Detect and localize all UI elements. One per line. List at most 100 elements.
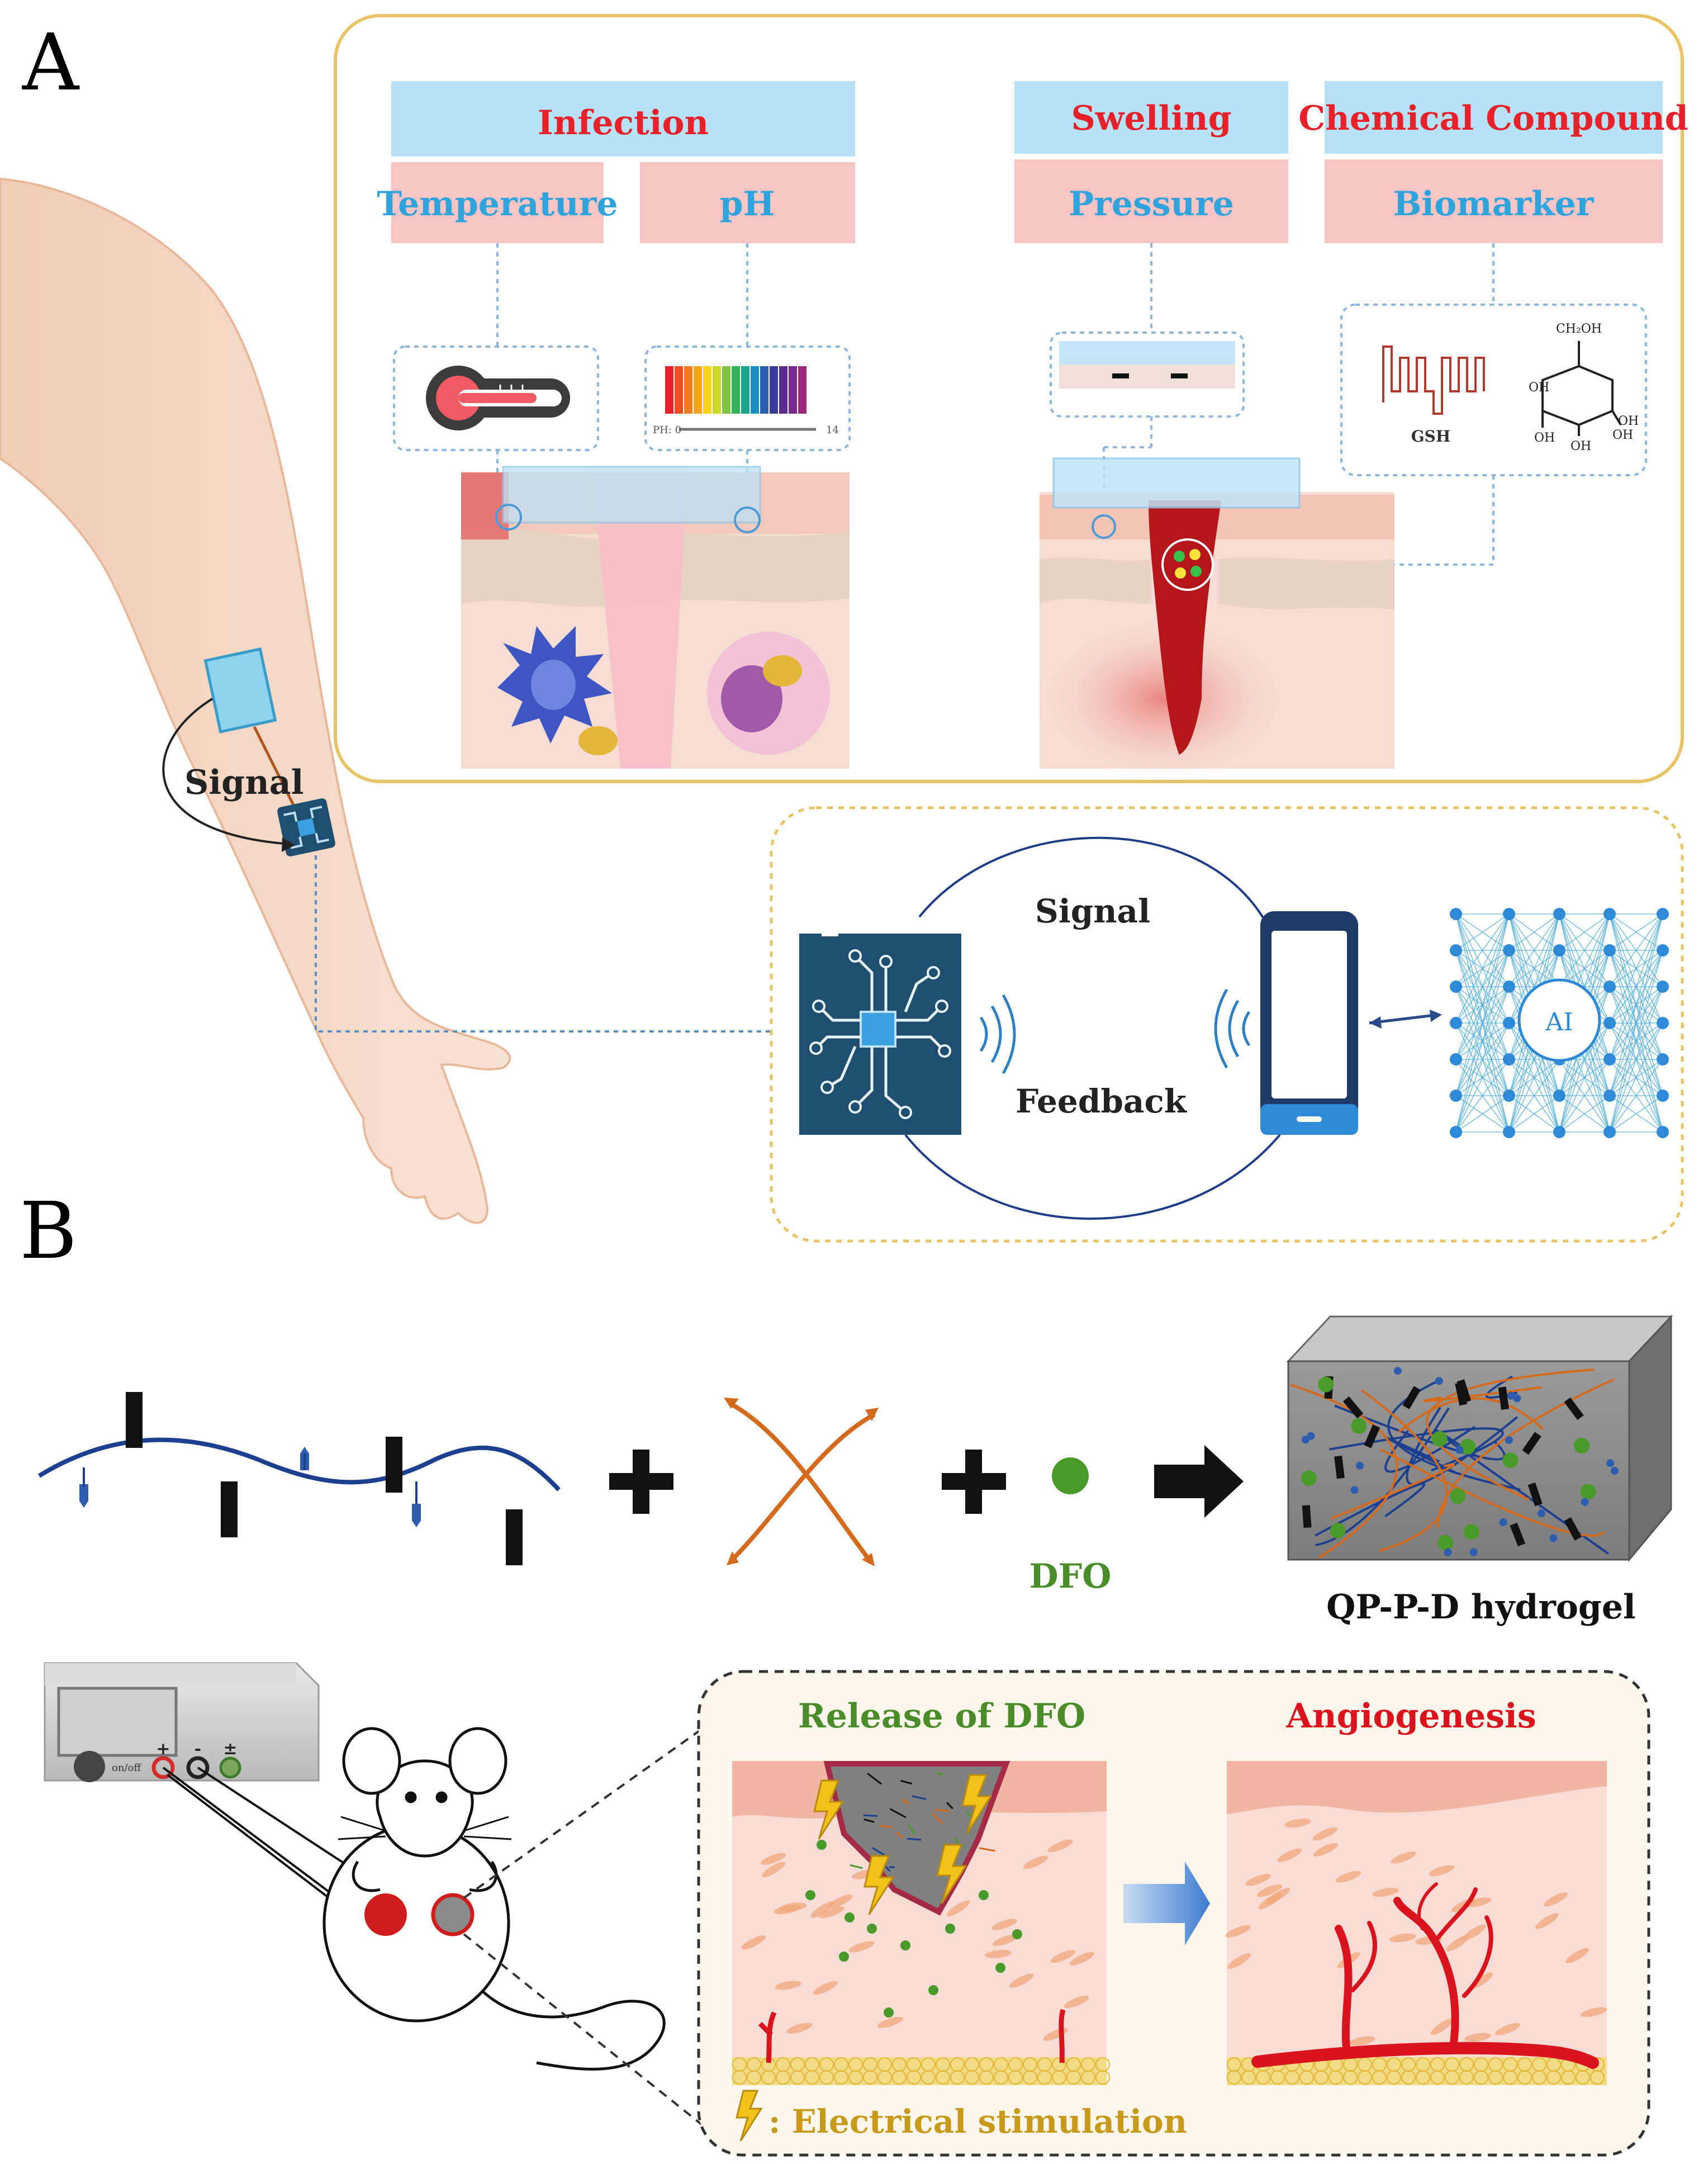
network-node <box>1603 908 1616 920</box>
hydrogel-label: QP-P-D hydrogel <box>1326 1588 1636 1627</box>
ph-strip-band <box>722 366 730 414</box>
arm-signal-label: Signal <box>184 763 303 802</box>
ph-strip-band <box>760 366 768 414</box>
rat-wound-treated <box>431 1893 475 1936</box>
dfo-molecule-dot <box>1052 1457 1089 1494</box>
device-terminal-plus: + <box>156 1739 170 1759</box>
tissue-cell <box>762 1862 786 1877</box>
tissue-cell <box>1312 1827 1338 1841</box>
tissue-cell <box>991 1919 1018 1930</box>
pressure-label: Pressure <box>1069 184 1234 224</box>
pressure-sensor-frame <box>1050 332 1245 418</box>
crosslinker-icon <box>728 1401 876 1561</box>
glucose-structure-icon <box>1541 341 1622 436</box>
flexible-circuit-icon <box>799 934 961 1135</box>
side-group <box>1364 1424 1380 1448</box>
ph-strip-frame <box>644 345 851 451</box>
network-node <box>1657 1017 1669 1029</box>
lightning-bolt-icon <box>813 1779 844 1840</box>
dfo-dot <box>1460 1438 1476 1455</box>
network-node <box>1657 944 1669 956</box>
category-boxes: Infection Temperature pH Swelling Pressu… <box>377 81 1688 243</box>
crosslinker-strand <box>1361 1389 1448 1552</box>
stimulation-legend-label: : Electrical stimulation <box>768 2103 1187 2141</box>
chemical-compound-label: Chemical Compound <box>1298 99 1688 138</box>
smartphone-icon <box>1260 911 1358 1135</box>
dfo-dot <box>1573 1437 1590 1453</box>
tissue-cell <box>1429 1865 1455 1876</box>
crosslinker-arrow-tips <box>724 1398 879 1566</box>
ph-strip-max: 14 <box>826 424 839 436</box>
tissue-cell <box>1581 2007 1607 2017</box>
temperature-box <box>391 162 604 243</box>
network-node <box>1657 1126 1669 1138</box>
released-dfo-dot <box>844 1912 855 1922</box>
tissue-cell <box>813 1981 838 1995</box>
side-group <box>1522 1432 1541 1455</box>
catechol-dot <box>1444 1548 1452 1556</box>
dfo-label: DFO <box>1029 1557 1112 1596</box>
thermometer-icon <box>426 366 570 430</box>
dfo-dot <box>1431 1431 1448 1447</box>
catechol-dot <box>1581 1498 1589 1506</box>
dfo-dot <box>1330 1523 1346 1539</box>
tissue-cell <box>1543 1892 1568 1907</box>
network-node <box>1450 1017 1462 1029</box>
network-node <box>1450 944 1462 956</box>
wound-skin-section <box>1034 457 1394 783</box>
ai-node <box>1517 978 1601 1062</box>
infection-box <box>391 81 855 157</box>
biomarker-frame <box>1340 304 1647 476</box>
tissue-cell <box>1565 1948 1590 1963</box>
polymer-chain-icon <box>37 1392 561 1565</box>
catechol-dot <box>1499 1518 1507 1526</box>
dfo-dot <box>1437 1535 1454 1551</box>
tissue-cell <box>1266 1888 1290 1904</box>
catechol-dot <box>1455 1446 1464 1454</box>
signal-arc <box>918 836 1267 923</box>
swelling-label: Swelling <box>1071 99 1231 138</box>
network-node <box>1603 1017 1616 1029</box>
ph-label: pH <box>720 184 775 224</box>
tissue-cell <box>780 1902 806 1911</box>
tissue-cell <box>1535 1913 1559 1929</box>
ph-strip-band <box>732 366 740 414</box>
biomarker-box <box>1325 159 1663 243</box>
panel-b-letter: B <box>20 1186 77 1277</box>
catechol-dot <box>1513 1394 1521 1403</box>
catechol-dot <box>1549 1534 1558 1542</box>
lightning-bolt-icon <box>961 1774 993 1834</box>
device-terminal-minus: - <box>194 1739 201 1759</box>
tissue-cell <box>1069 1952 1094 1966</box>
ph-strip-band <box>789 366 797 414</box>
chip-wireless-waves-icon <box>979 994 1016 1074</box>
glucose-oh-label-3: OH <box>1571 439 1591 453</box>
catechol-dot <box>1393 1367 1402 1375</box>
crosslinker-strand <box>1398 1397 1544 1433</box>
tissue-cell <box>775 1981 801 1990</box>
side-group <box>1527 1482 1543 1507</box>
tissue-cell <box>1277 1848 1302 1862</box>
network-node <box>1503 1053 1515 1066</box>
released-dfo-dot <box>884 2007 894 2018</box>
network-node <box>1603 981 1616 993</box>
tissue-cell <box>1391 1851 1416 1864</box>
tissue-cell <box>1225 1925 1251 1938</box>
network-node <box>1503 981 1515 993</box>
catechol-dot <box>1435 1377 1443 1385</box>
tissue-cell <box>1284 1819 1311 1828</box>
tissue-cell <box>810 1901 833 1918</box>
signal-label: Signal <box>1035 892 1150 930</box>
catechol-dot <box>1537 1509 1545 1518</box>
angiogenesis-tissue-section <box>1225 1761 1607 2085</box>
tissue-cell <box>1257 1884 1282 1897</box>
catechol-dot <box>1356 1461 1364 1470</box>
dfo-dot <box>1580 1484 1596 1500</box>
network-node <box>1553 1126 1565 1138</box>
tissue-cell <box>760 1853 786 1865</box>
temperature-label: Temperature <box>377 184 618 224</box>
rat-wound-hydrogel <box>364 1893 407 1936</box>
ph-strip-band <box>798 366 806 414</box>
tissue-cell <box>1389 1933 1416 1943</box>
tissue-cell <box>741 1935 766 1950</box>
